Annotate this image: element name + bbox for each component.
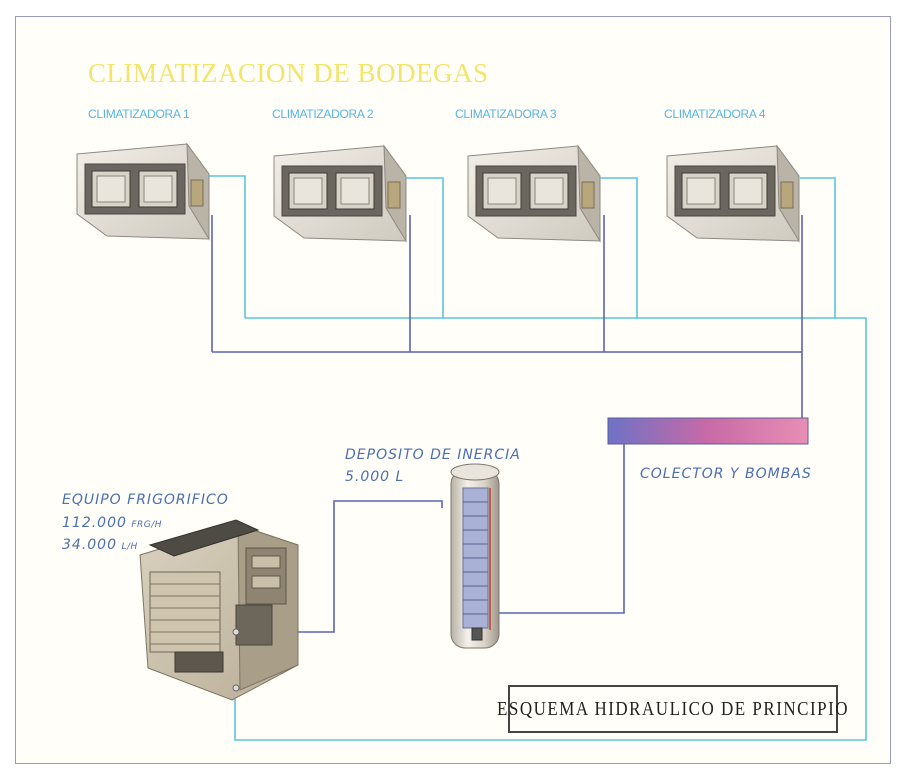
climatizadora-2 xyxy=(273,144,407,243)
supply-main-pipe xyxy=(234,317,867,741)
climatizadora-3 xyxy=(467,144,601,243)
chiller-flow-unit: L/H xyxy=(121,542,138,552)
return-pipes xyxy=(211,215,803,633)
tank-to-collector-pipe xyxy=(495,444,625,614)
scheme-label-box: ESQUEMA HIDRAULICO DE PRINCIPIO xyxy=(497,685,848,733)
climatizadora-3-label: CLIMATIZADORA 3 xyxy=(455,107,557,121)
chiller-to-tank-pipe xyxy=(236,500,443,633)
chiller-flow-value: 34.000 xyxy=(62,537,117,553)
supply-pipe-unit-3 xyxy=(600,177,638,318)
climatizadora-4-label: CLIMATIZADORA 4 xyxy=(664,107,766,121)
climatizadora-1 xyxy=(76,142,210,241)
climatizadora-4 xyxy=(666,144,800,243)
collector-label: COLECTOR Y BOMBAS xyxy=(640,466,812,482)
supply-pipe-unit-1 xyxy=(208,175,246,318)
chiller-capacity-unit: FRG/H xyxy=(131,520,163,530)
return-main-pipe xyxy=(212,351,803,418)
chiller-unit xyxy=(139,519,299,701)
chiller-capacity-value: 112.000 xyxy=(62,515,127,531)
climatizadora-1-label: CLIMATIZADORA 1 xyxy=(88,107,190,121)
supply-pipe-unit-2 xyxy=(406,177,444,318)
deposit-name-label: DEPOSITO DE INERCIA xyxy=(345,447,521,463)
supply-pipes xyxy=(208,175,867,741)
climatizadora-2-label: CLIMATIZADORA 2 xyxy=(272,107,374,121)
deposit-volume-label: 5.000 L xyxy=(345,469,405,485)
chiller-capacity: 112.000 FRG/H xyxy=(62,514,162,532)
diagram-title: CLIMATIZACION DE BODEGAS xyxy=(88,58,489,88)
chiller-name-label: EQUIPO FRIGORIFICO xyxy=(62,492,229,508)
scheme-label: ESQUEMA HIDRAULICO DE PRINCIPIO xyxy=(496,697,850,720)
supply-pipe-unit-4 xyxy=(800,177,836,318)
inertia-tank xyxy=(450,463,500,649)
collector-bar xyxy=(607,417,809,445)
chiller-flow: 34.000 L/H xyxy=(62,536,138,554)
